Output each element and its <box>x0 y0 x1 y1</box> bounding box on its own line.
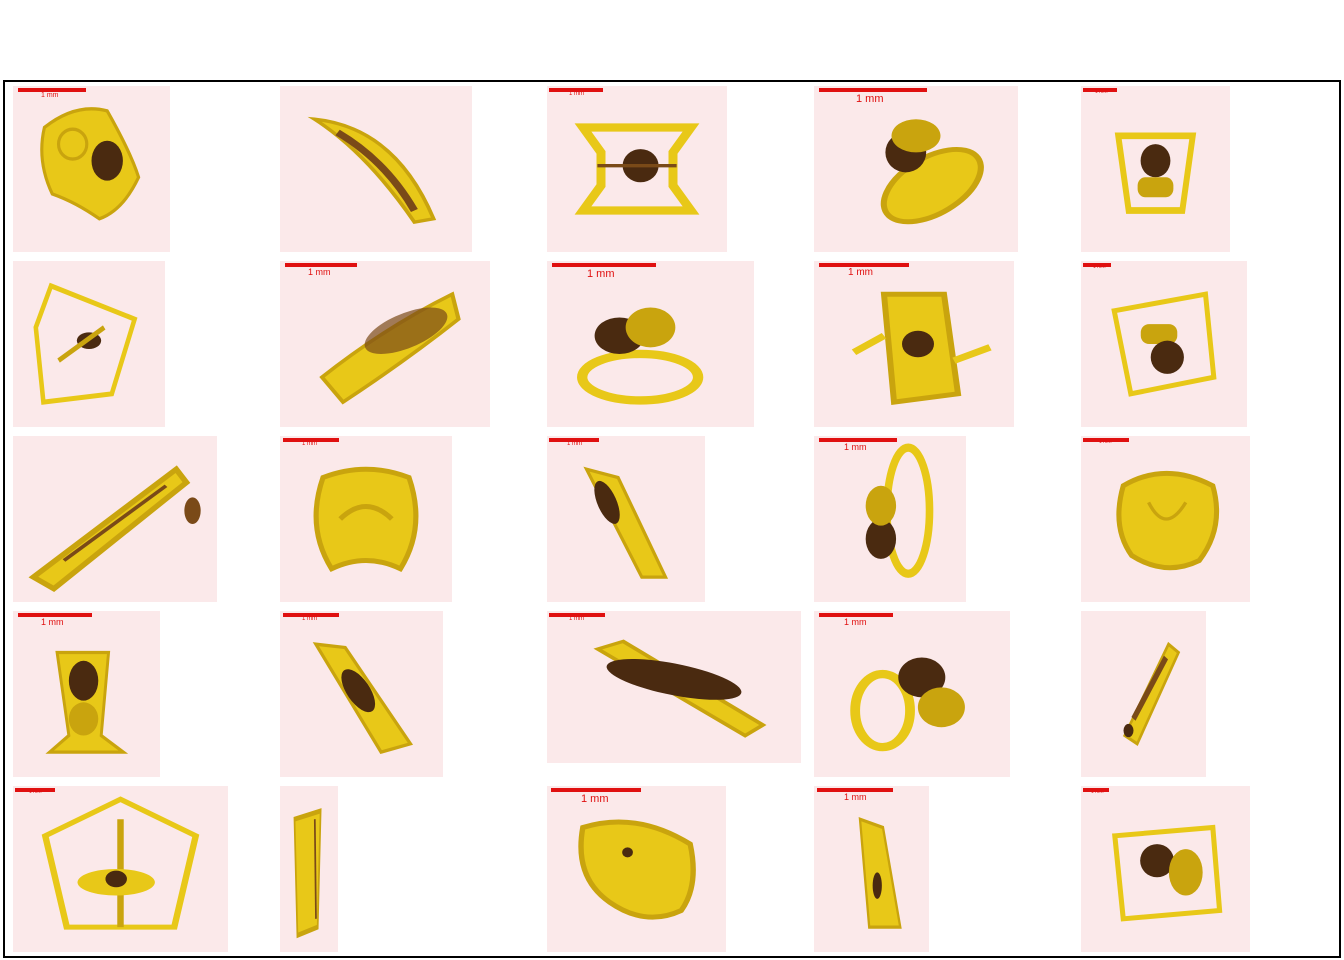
specimen-image <box>865 443 934 578</box>
specimen-image <box>28 465 201 592</box>
specimen-tile: 1 mm <box>1081 261 1247 427</box>
specimen-tile: 1 mm <box>547 261 754 427</box>
specimen-tile <box>280 86 472 252</box>
specimen-tile: 1 mm <box>13 86 170 252</box>
specimen-tile: 1 mm <box>547 436 705 602</box>
scale-label: 1 mm <box>41 92 59 99</box>
scale-bar <box>552 263 656 267</box>
scale-label: 1 mm <box>29 789 42 795</box>
specimen-tile: 1 mm <box>13 611 160 777</box>
scale-bar <box>283 613 339 617</box>
specimen-tile: 1 mm <box>814 261 1014 427</box>
scale-label: 1 mm <box>844 792 867 802</box>
scale-bar <box>1083 88 1117 92</box>
specimen-image <box>1112 824 1223 922</box>
specimen-image <box>41 796 200 930</box>
specimen-tile: 1 mm <box>814 86 1018 252</box>
scale-label: 1 mm <box>41 617 64 627</box>
specimen-image <box>319 291 461 405</box>
specimen-tile: 1 mm <box>1081 86 1230 252</box>
specimen-image <box>858 817 902 929</box>
specimen-image <box>33 282 138 405</box>
scale-bar <box>819 438 897 442</box>
scale-label: 1 mm <box>567 441 582 447</box>
specimen-tile: 1 mm <box>13 786 228 952</box>
specimen-image <box>583 466 669 579</box>
scale-label: 1 mm <box>569 91 584 97</box>
scale-label: 1 mm <box>856 93 884 105</box>
specimen-tile: 1 mm <box>547 611 801 763</box>
scale-label: 1 mm <box>1093 264 1106 270</box>
scale-bar <box>819 263 909 267</box>
specimen-image <box>40 107 141 221</box>
specimen-image <box>307 116 437 224</box>
specimen-tile: 1 mm <box>547 786 726 952</box>
scale-bar <box>18 88 86 92</box>
scale-label: 1 mm <box>848 267 873 278</box>
specimen-tile: 1 mm <box>1081 436 1250 602</box>
specimen-tile: 1 mm <box>814 786 929 952</box>
scale-bar <box>15 788 55 792</box>
scale-bar <box>551 788 641 792</box>
specimen-image <box>293 808 322 939</box>
specimen-tile: 1 mm <box>814 436 966 602</box>
scale-label: 1 mm <box>302 441 317 447</box>
scale-bar <box>819 613 893 617</box>
scale-bar <box>283 438 339 442</box>
specimen-tile: 1 mm <box>814 611 1010 777</box>
scale-bar <box>1083 263 1111 267</box>
specimen-image <box>574 123 700 215</box>
specimen-image <box>313 466 419 573</box>
specimen-image <box>1122 641 1181 746</box>
scale-label: 1 mm <box>1091 789 1104 795</box>
specimen-image <box>880 119 984 225</box>
specimen-tile <box>1081 611 1206 777</box>
scale-bar <box>18 613 92 617</box>
scale-bar <box>285 263 357 267</box>
scale-label: 1 mm <box>1095 89 1108 95</box>
image-frame: 1 mm 1 mm 1 mm 1 mm 1 mm 1 mm 1 mm 1 mm 1 mm 1 mm… <box>3 80 1341 958</box>
scale-bar <box>819 88 927 92</box>
scale-label: 1 mm <box>569 616 584 622</box>
specimen-tile <box>280 786 338 952</box>
specimen-image <box>593 639 767 738</box>
specimen-tile: 1 mm <box>280 611 443 777</box>
specimen-tile: 1 mm <box>280 436 452 602</box>
scale-label: 1 mm <box>1099 439 1112 445</box>
scale-bar <box>817 788 893 792</box>
specimen-image <box>1116 470 1220 571</box>
scale-label: 1 mm <box>844 617 867 627</box>
scale-label: 1 mm <box>587 268 615 280</box>
specimen-image <box>851 291 992 405</box>
specimen-tile <box>13 261 165 427</box>
specimen-image <box>850 657 965 752</box>
scale-label: 1 mm <box>302 616 317 622</box>
scale-label: 1 mm <box>844 442 867 452</box>
specimen-image <box>312 642 414 755</box>
scale-label: 1 mm <box>581 793 609 805</box>
scale-bar <box>549 613 605 617</box>
specimen-image <box>578 819 696 920</box>
specimen-tile: 1 mm <box>280 261 490 427</box>
specimen-tile: 1 mm <box>1081 786 1250 952</box>
scale-bar <box>1083 788 1109 792</box>
scale-bar <box>549 88 603 92</box>
specimen-image <box>1114 132 1197 214</box>
scale-bar <box>549 438 599 442</box>
specimen-image <box>577 307 704 405</box>
scale-bar <box>1083 438 1129 442</box>
specimen-tile: 1 mm <box>547 86 727 252</box>
specimen-image <box>1111 291 1217 397</box>
scale-label: 1 mm <box>308 267 331 277</box>
specimen-image <box>45 650 129 754</box>
specimen-tile <box>13 436 217 602</box>
